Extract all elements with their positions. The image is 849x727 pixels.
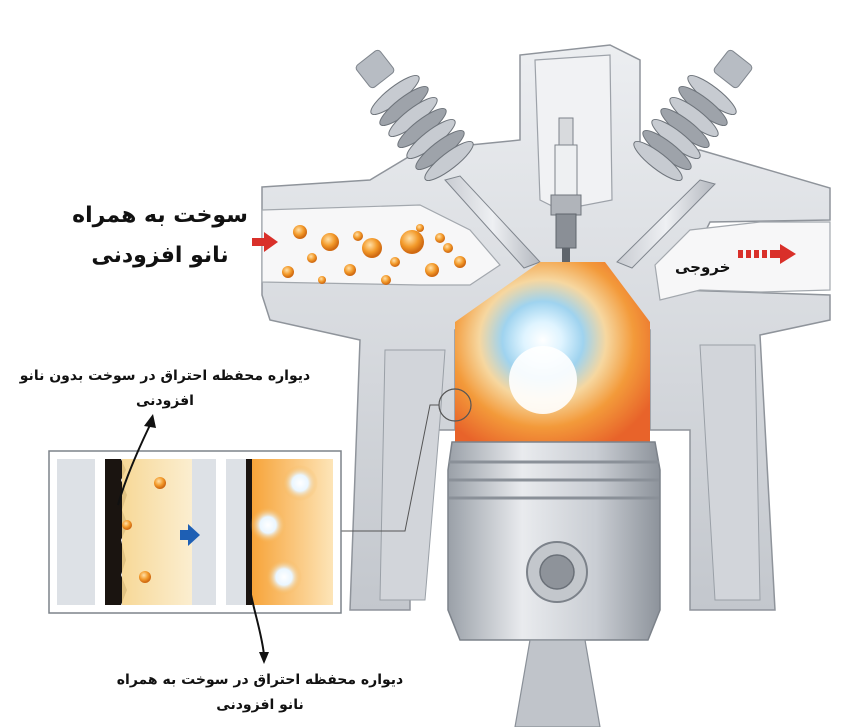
fuel-nanoparticle: [390, 257, 400, 267]
piston: [447, 441, 661, 727]
combustion-flame: [455, 262, 650, 448]
wall-with-line2: نانو افزودنی: [216, 697, 304, 713]
wall-with-line1: دیواره محفظه احتراق در سوخت به همراه: [116, 672, 404, 688]
transition-arrow-icon: [180, 524, 200, 546]
nanoparticle: [139, 571, 151, 583]
magnifier-leader-line: [341, 404, 439, 532]
pointer-with-nano: [249, 589, 269, 664]
fuel-nanoparticle: [353, 231, 363, 241]
fuel-nanoparticle: [307, 253, 317, 263]
intake-arrow-icon: [252, 232, 278, 252]
exhaust-arrow-icon: [738, 244, 796, 264]
wall-without-line1: دیواره محفظه احتراق در سوخت بدون نانو: [19, 368, 311, 384]
fuel-nanoparticle: [381, 275, 391, 285]
wall-without-nano-label: دیواره محفظه احتراق در سوخت بدون نانو اف…: [15, 364, 315, 414]
exhaust-port: [654, 221, 831, 301]
intake-label-line1: سوخت به همراه: [72, 203, 248, 228]
nanoparticle: [154, 477, 166, 489]
fuel-nanoparticle: [435, 233, 445, 243]
intake-valve: [355, 49, 541, 269]
fuel-nanoparticle: [282, 266, 294, 278]
intake-label-line2: نانو افزودنی: [91, 243, 229, 268]
burning-nanoparticle: [266, 559, 302, 595]
spark-plug: [550, 117, 582, 262]
fuel-nanoparticle: [454, 256, 466, 268]
pointer-without-nano: [117, 414, 156, 506]
fuel-nanoparticle: [362, 238, 382, 258]
exhaust-valve: [616, 49, 753, 269]
carbon-deposit-thick: [105, 459, 121, 605]
exhaust-label: خروجی: [675, 258, 731, 276]
burning-nanoparticle: [282, 465, 318, 501]
wall-without-line2: افزودنی: [136, 393, 194, 409]
valve-spring-coil: [633, 140, 683, 182]
burning-nanoparticle: [250, 507, 286, 543]
intake-fuel-label: سوخت به همراه نانو افزودنی: [60, 196, 260, 276]
valve-spring-coil: [424, 140, 474, 182]
fuel-nanoparticle: [400, 230, 424, 254]
fuel-nanoparticle: [443, 243, 453, 253]
fuel-nanoparticle: [321, 233, 339, 251]
fuel-nanoparticle: [293, 225, 307, 239]
fuel-nanoparticle: [425, 263, 439, 277]
fuel-nanoparticle: [318, 276, 326, 284]
fuel-nanoparticle: [344, 264, 356, 276]
carbon-deposit-thin: [246, 459, 252, 605]
wall-comparison-inset: [48, 450, 342, 614]
fuel-nanoparticles: [282, 224, 466, 285]
wall-with-nano-label: دیواره محفظه احتراق در سوخت به همراه نان…: [110, 668, 410, 718]
nanoparticle: [122, 520, 132, 530]
fuel-nanoparticle: [416, 224, 424, 232]
